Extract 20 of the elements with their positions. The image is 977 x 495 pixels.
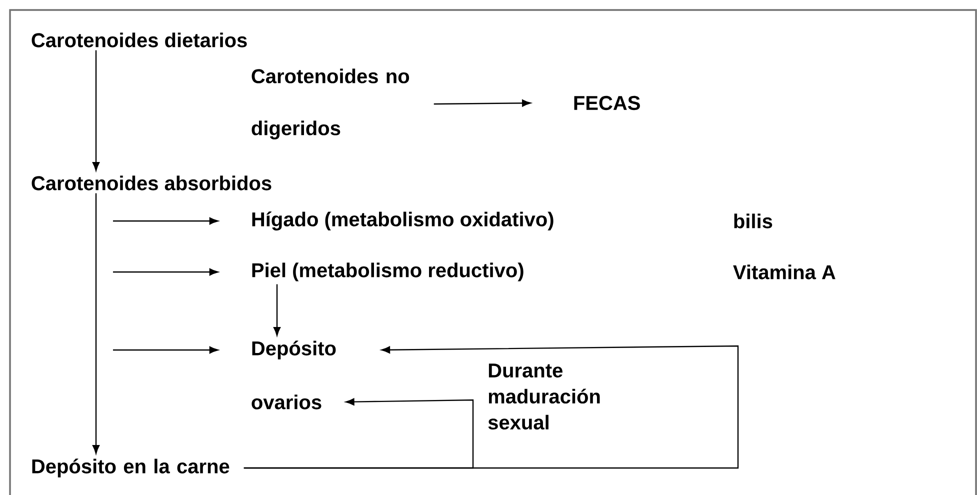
text-label: Carotenoides dietarios (32, 32, 247, 48)
arrow (434, 100, 531, 107)
edge-label: Durante maduración sexual (488, 364, 600, 430)
text-label: FECAS (574, 96, 640, 110)
arrow (92, 50, 100, 171)
text-label: Carotenoides no digeridos (252, 68, 410, 140)
text-label: Depósito en la carne (32, 458, 230, 478)
text-label: ovarios (252, 394, 322, 410)
text-label: Hígado (metabolismo oxidativo) (252, 212, 554, 230)
text-label: bilis (734, 214, 772, 228)
arrow (113, 217, 218, 225)
text-label: Carotenoides absorbidos (32, 176, 272, 190)
arrow (92, 193, 100, 454)
arrow (273, 284, 281, 336)
text-label: Depósito (252, 340, 336, 360)
text-label: Vitamina A (733, 264, 836, 280)
arrow (113, 346, 218, 354)
arrow (113, 268, 218, 276)
text-label: Piel (metabolismo reductivo) (252, 262, 524, 282)
arrow (244, 398, 474, 469)
